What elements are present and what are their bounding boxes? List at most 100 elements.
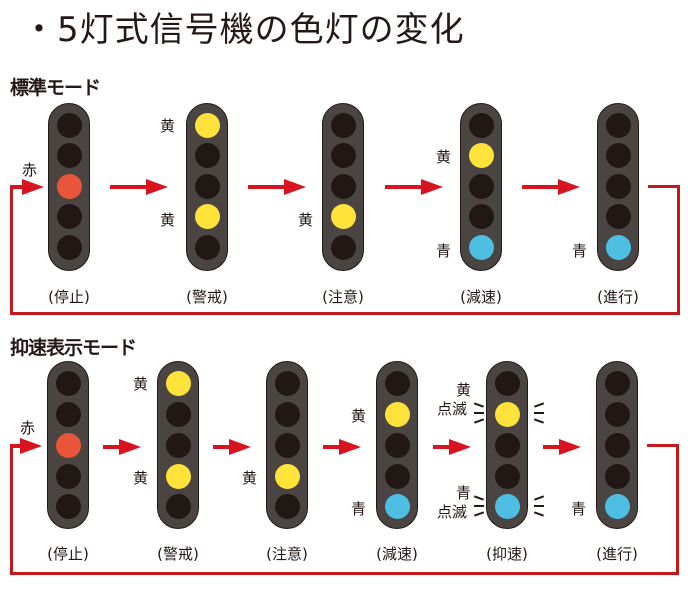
lamp-red-lit bbox=[56, 433, 81, 458]
signal-caption: (停止) bbox=[48, 288, 90, 306]
return-loop-line bbox=[676, 444, 679, 575]
lamp-off bbox=[495, 464, 520, 489]
lamp-label-yellow: 黄 bbox=[351, 407, 367, 425]
signal-caption: (減速) bbox=[460, 288, 502, 306]
lamp-label-yellow: 黄 bbox=[133, 469, 149, 487]
signal-warning bbox=[186, 103, 228, 271]
signal-stop bbox=[48, 103, 90, 271]
flash-marks-icon bbox=[472, 402, 486, 424]
lamp-blue-flashing bbox=[495, 494, 520, 519]
lamp-off bbox=[56, 402, 81, 427]
lamp-blue-lit bbox=[606, 235, 631, 260]
lamp-label-yellow: 黄 bbox=[298, 211, 314, 229]
lamp-label-blue: 青 bbox=[351, 500, 367, 518]
page-title: ・5灯式信号機の色灯の変化 bbox=[22, 10, 465, 50]
lamp-off bbox=[606, 143, 631, 168]
lamp-off bbox=[56, 494, 81, 519]
lamp-off bbox=[331, 143, 356, 168]
transition-arrow bbox=[248, 179, 306, 195]
lamp-off bbox=[469, 174, 494, 199]
lamp-blue-lit bbox=[469, 235, 494, 260]
signal-proceed bbox=[596, 361, 638, 529]
lamp-label-yellow: 黄 bbox=[133, 375, 149, 393]
signal-caption: (進行) bbox=[596, 545, 638, 563]
lamp-off bbox=[56, 371, 81, 396]
return-loop-line bbox=[10, 312, 680, 315]
lamp-off bbox=[605, 402, 630, 427]
signal-caption: (警戒) bbox=[157, 545, 199, 563]
lamp-blue-lit bbox=[385, 494, 410, 519]
lamp-yellow-lit bbox=[195, 113, 220, 138]
section-title-restricted-mode: 抑速表示モード bbox=[10, 337, 137, 359]
flash-marks-icon bbox=[472, 495, 486, 517]
lamp-off bbox=[469, 204, 494, 229]
signal-caution bbox=[322, 103, 364, 271]
flash-marks-icon bbox=[532, 495, 546, 517]
lamp-off bbox=[275, 402, 300, 427]
lamp-off bbox=[166, 433, 191, 458]
lamp-label-red: 赤 bbox=[20, 419, 36, 437]
signal-reduce-speed bbox=[460, 103, 502, 271]
lamp-red-lit bbox=[57, 174, 82, 199]
transition-arrow bbox=[323, 439, 361, 455]
lamp-off bbox=[195, 174, 220, 199]
lamp-label-yellow: 黄 bbox=[160, 211, 176, 229]
transition-arrow bbox=[433, 439, 471, 455]
lamp-label-flashing: 点滅 bbox=[437, 400, 468, 418]
lamp-off bbox=[331, 113, 356, 138]
return-loop-line bbox=[10, 187, 13, 315]
transition-arrow bbox=[543, 439, 581, 455]
lamp-label-yellow: 黄 bbox=[456, 381, 472, 399]
transition-arrow bbox=[110, 179, 168, 195]
lamp-off bbox=[331, 235, 356, 260]
return-loop-line bbox=[10, 446, 13, 575]
signal-caution bbox=[266, 361, 308, 529]
lamp-off bbox=[605, 371, 630, 396]
signal-restricted-speed bbox=[486, 361, 528, 529]
signal-caption: (停止) bbox=[47, 545, 89, 563]
signal-reduce-speed bbox=[376, 361, 418, 529]
lamp-off bbox=[469, 113, 494, 138]
return-loop-line bbox=[10, 572, 679, 575]
return-arrow bbox=[10, 179, 44, 195]
lamp-blue-lit bbox=[605, 494, 630, 519]
lamp-off bbox=[605, 464, 630, 489]
transition-arrow bbox=[522, 179, 580, 195]
lamp-yellow-lit bbox=[166, 464, 191, 489]
signal-caption: (進行) bbox=[597, 288, 639, 306]
transition-arrow bbox=[385, 179, 443, 195]
lamp-off bbox=[385, 371, 410, 396]
return-arrow bbox=[10, 438, 42, 454]
signal-caption: (警戒) bbox=[186, 288, 228, 306]
lamp-yellow-lit bbox=[195, 204, 220, 229]
signal-caption: (減速) bbox=[376, 545, 418, 563]
signal-caption: (注意) bbox=[266, 545, 308, 563]
lamp-off bbox=[606, 113, 631, 138]
transition-arrow bbox=[213, 439, 251, 455]
lamp-off bbox=[275, 433, 300, 458]
lamp-off bbox=[166, 402, 191, 427]
lamp-off bbox=[385, 464, 410, 489]
lamp-label-blue: 青 bbox=[436, 242, 452, 260]
lamp-off bbox=[331, 174, 356, 199]
lamp-label-yellow: 黄 bbox=[242, 469, 258, 487]
lamp-label-blue: 青 bbox=[572, 242, 588, 260]
flash-marks-icon bbox=[532, 402, 546, 424]
lamp-off bbox=[57, 143, 82, 168]
lamp-off bbox=[57, 204, 82, 229]
lamp-off bbox=[195, 143, 220, 168]
lamp-off bbox=[195, 235, 220, 260]
lamp-off bbox=[275, 371, 300, 396]
lamp-label-blue: 青 bbox=[456, 484, 472, 502]
lamp-off bbox=[606, 174, 631, 199]
lamp-yellow-lit bbox=[469, 143, 494, 168]
lamp-off bbox=[56, 464, 81, 489]
lamp-yellow-lit bbox=[331, 204, 356, 229]
lamp-yellow-flashing bbox=[495, 402, 520, 427]
lamp-off bbox=[495, 371, 520, 396]
lamp-label-yellow: 黄 bbox=[160, 117, 176, 135]
lamp-off bbox=[495, 433, 520, 458]
lamp-label-yellow: 黄 bbox=[436, 148, 452, 166]
lamp-off bbox=[275, 494, 300, 519]
lamp-yellow-lit bbox=[275, 464, 300, 489]
